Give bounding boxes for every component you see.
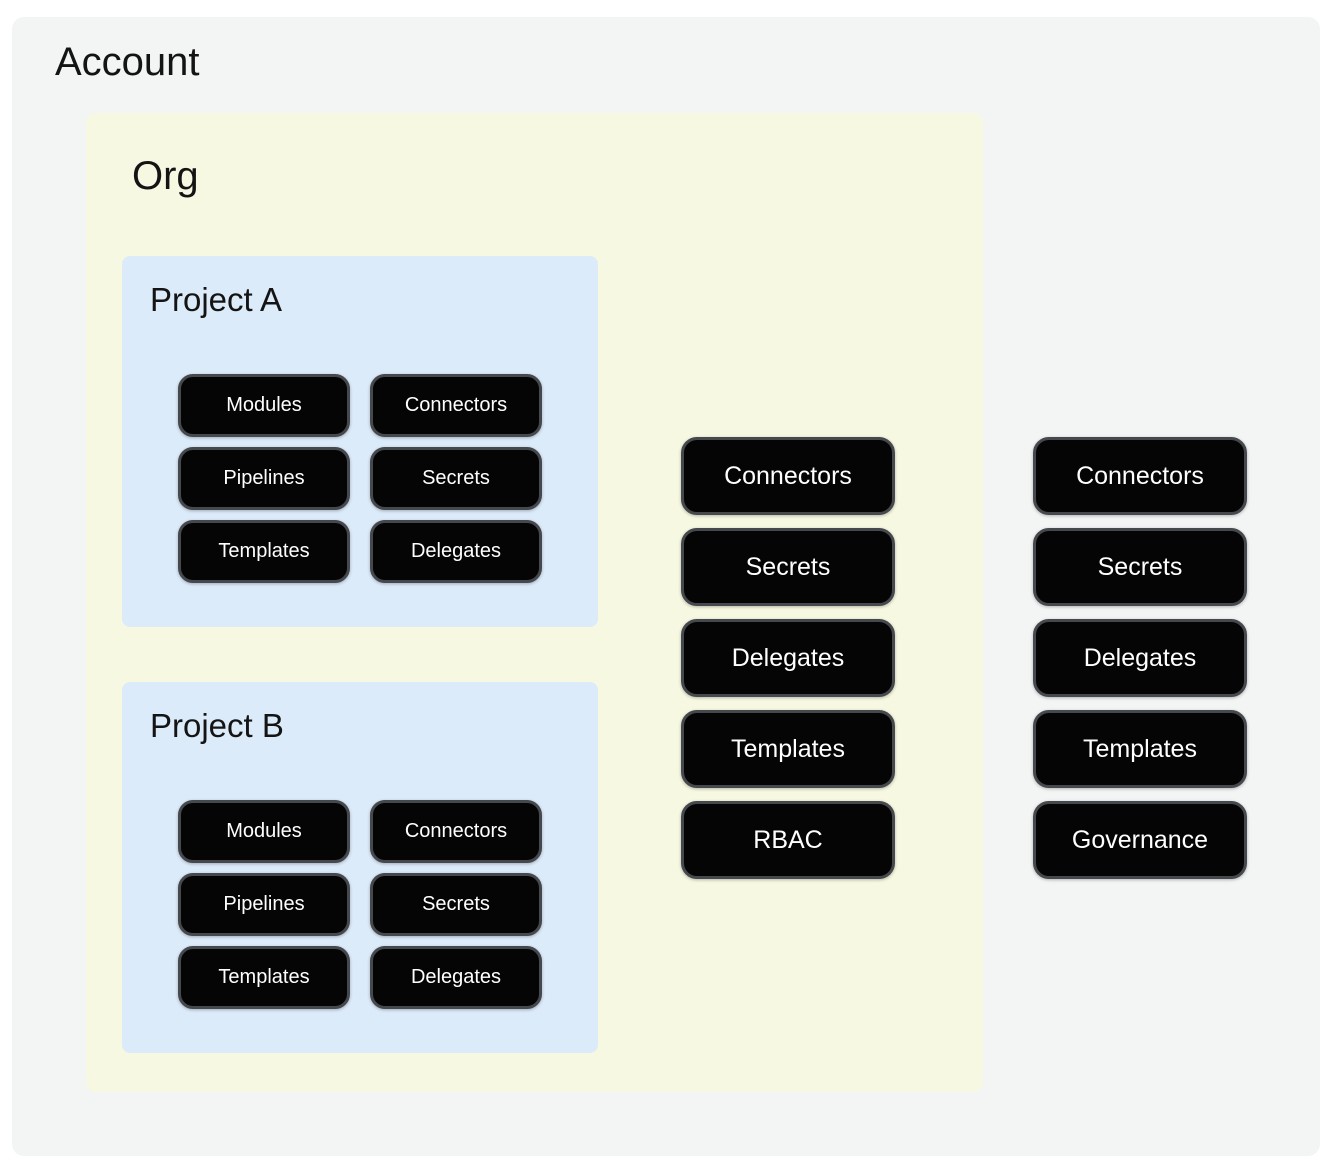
org-templates-button[interactable]: Templates	[681, 710, 895, 788]
project-a-delegates-button[interactable]: Delegates	[370, 520, 542, 583]
account-governance-button[interactable]: Governance	[1033, 801, 1247, 879]
org-connectors-button[interactable]: Connectors	[681, 437, 895, 515]
project-a-pipelines-button[interactable]: Pipelines	[178, 447, 350, 510]
account-title: Account	[55, 40, 200, 84]
project-a-title: Project A	[150, 281, 283, 318]
org-button-column: Connectors Secrets Delegates Templates R…	[681, 437, 895, 879]
project-a-templates-button[interactable]: Templates	[178, 520, 350, 583]
org-container: Org Project A Modules Connectors Pipelin…	[86, 113, 983, 1092]
project-b-secrets-button[interactable]: Secrets	[370, 873, 542, 936]
project-b-title: Project B	[150, 707, 284, 744]
project-b-modules-button[interactable]: Modules	[178, 800, 350, 863]
project-b-pipelines-button[interactable]: Pipelines	[178, 873, 350, 936]
project-a-button-grid: Modules Connectors Pipelines Secrets Tem…	[178, 374, 542, 583]
project-b-delegates-button[interactable]: Delegates	[370, 946, 542, 1009]
project-b-connectors-button[interactable]: Connectors	[370, 800, 542, 863]
project-a-card: Project A Modules Connectors Pipelines S…	[122, 256, 598, 627]
project-a-secrets-button[interactable]: Secrets	[370, 447, 542, 510]
org-delegates-button[interactable]: Delegates	[681, 619, 895, 697]
project-a-modules-button[interactable]: Modules	[178, 374, 350, 437]
account-button-column: Connectors Secrets Delegates Templates G…	[1033, 437, 1247, 879]
project-b-button-grid: Modules Connectors Pipelines Secrets Tem…	[178, 800, 542, 1009]
account-connectors-button[interactable]: Connectors	[1033, 437, 1247, 515]
account-templates-button[interactable]: Templates	[1033, 710, 1247, 788]
org-secrets-button[interactable]: Secrets	[681, 528, 895, 606]
project-b-card: Project B Modules Connectors Pipelines S…	[122, 682, 598, 1053]
org-rbac-button[interactable]: RBAC	[681, 801, 895, 879]
account-secrets-button[interactable]: Secrets	[1033, 528, 1247, 606]
account-delegates-button[interactable]: Delegates	[1033, 619, 1247, 697]
org-title: Org	[132, 154, 199, 198]
account-container: Account Org Project A Modules Connectors…	[12, 17, 1320, 1156]
project-a-connectors-button[interactable]: Connectors	[370, 374, 542, 437]
project-b-templates-button[interactable]: Templates	[178, 946, 350, 1009]
